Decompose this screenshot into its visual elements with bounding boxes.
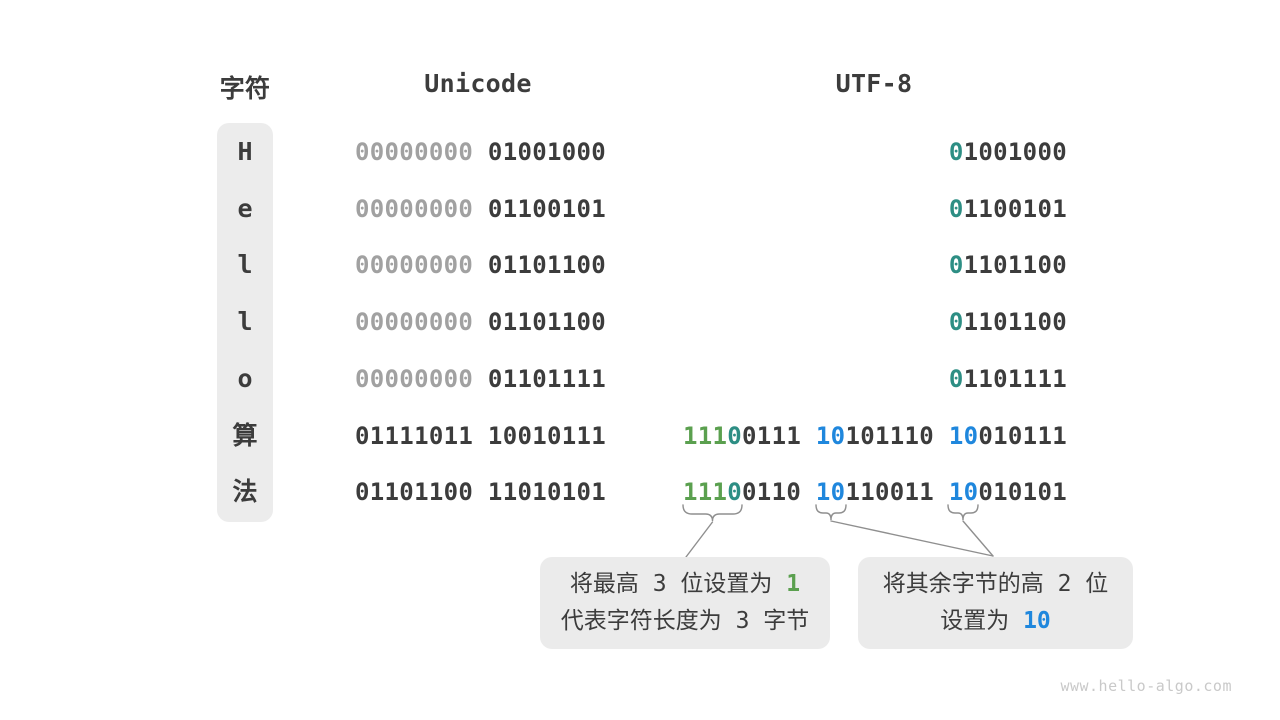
- text-segment: 01101100: [473, 308, 607, 336]
- text-segment: 00000000: [355, 251, 474, 279]
- text-segment: 00000000: [355, 195, 474, 223]
- utf8-value: 01001000: [949, 136, 1067, 168]
- char-cell: l: [237, 307, 253, 336]
- text-segment: 01101111: [473, 365, 607, 393]
- callout-leading-bits: 将最高 3 位设置为 1 代表字符长度为 3 字节: [540, 557, 830, 649]
- text-segment: 1101111: [963, 365, 1067, 393]
- text-segment: 10: [948, 422, 979, 450]
- text-segment: 将最高 3 位设置为: [569, 571, 787, 597]
- unicode-value: 00000000 01101111: [355, 363, 606, 395]
- column-header-utf8: UTF-8: [835, 69, 913, 98]
- utf8-value: 01101111: [949, 363, 1067, 395]
- unicode-value: 00000000 01101100: [355, 249, 606, 281]
- text-segment: 01111011 10010111: [355, 422, 607, 450]
- char-cell: l: [237, 250, 253, 279]
- text-segment: 00000000: [355, 308, 474, 336]
- callout-line: 代表字符长度为 3 字节: [540, 603, 830, 640]
- text-segment: 0110: [742, 478, 816, 506]
- text-segment: 1100101: [963, 195, 1067, 223]
- text-segment: 0: [948, 138, 964, 166]
- connector-line-right: [962, 520, 994, 557]
- text-segment: 0: [948, 251, 964, 279]
- callout-line: 将其余字节的高 2 位: [858, 566, 1133, 603]
- callout-line: 将最高 3 位设置为 1: [540, 566, 830, 603]
- text-segment: 01001000: [473, 138, 607, 166]
- text-segment: 01101100 11010101: [355, 478, 607, 506]
- text-segment: 01101100: [473, 251, 607, 279]
- text-segment: 00000000: [355, 365, 474, 393]
- text-segment: 10: [815, 478, 846, 506]
- utf8-value: 11100111 10101110 10010111: [683, 420, 1067, 452]
- callout-continuation-bits: 将其余字节的高 2 位 设置为 10: [858, 557, 1133, 649]
- utf8-value: 11100110 10110011 10010101: [683, 476, 1067, 508]
- text-segment: 0: [948, 308, 964, 336]
- text-segment: 0: [727, 478, 743, 506]
- utf8-value: 01101100: [949, 249, 1067, 281]
- unicode-value: 00000000 01100101: [355, 193, 606, 225]
- unicode-value: 00000000 01001000: [355, 136, 606, 168]
- text-segment: 10: [948, 478, 979, 506]
- text-segment: 代表字符长度为 3 字节: [560, 608, 810, 634]
- text-segment: 010111: [978, 422, 1067, 450]
- text-segment: 1001000: [963, 138, 1067, 166]
- text-segment: 0: [948, 195, 964, 223]
- text-segment: 0: [948, 365, 964, 393]
- text-segment: 设置为: [940, 608, 1024, 634]
- character-column-box: [217, 123, 273, 522]
- utf8-value: 01101100: [949, 306, 1067, 338]
- char-cell: 法: [232, 477, 258, 506]
- char-cell: o: [237, 364, 253, 393]
- text-segment: 1101100: [963, 251, 1067, 279]
- callout-line: 设置为 10: [858, 603, 1133, 640]
- text-segment: 0: [727, 422, 743, 450]
- char-cell: e: [237, 194, 253, 223]
- utf8-value: 01100101: [949, 193, 1067, 225]
- connector-line-left: [685, 521, 714, 558]
- char-cell: H: [237, 137, 253, 166]
- text-segment: 00000000: [355, 138, 474, 166]
- text-segment: 0111: [742, 422, 816, 450]
- unicode-value: 01101100 11010101: [355, 476, 606, 508]
- text-segment: 010101: [978, 478, 1067, 506]
- column-header-char: 字符: [219, 74, 271, 103]
- text-segment: 101110: [845, 422, 949, 450]
- unicode-value: 00000000 01101100: [355, 306, 606, 338]
- text-segment: 111: [682, 422, 728, 450]
- text-segment: 110011: [845, 478, 949, 506]
- char-cell: 算: [232, 421, 258, 450]
- column-header-unicode: Unicode: [424, 69, 532, 98]
- unicode-value: 01111011 10010111: [355, 420, 606, 452]
- watermark: www.hello-algo.com: [1060, 677, 1232, 695]
- text-segment: 111: [682, 478, 728, 506]
- text-segment: 10: [815, 422, 846, 450]
- text-segment: 10: [1023, 608, 1051, 634]
- text-segment: 01100101: [473, 195, 607, 223]
- text-segment: 将其余字节的高 2 位: [882, 571, 1109, 597]
- text-segment: 1: [786, 571, 801, 597]
- connector-line-mid: [830, 520, 994, 557]
- text-segment: 1101100: [963, 308, 1067, 336]
